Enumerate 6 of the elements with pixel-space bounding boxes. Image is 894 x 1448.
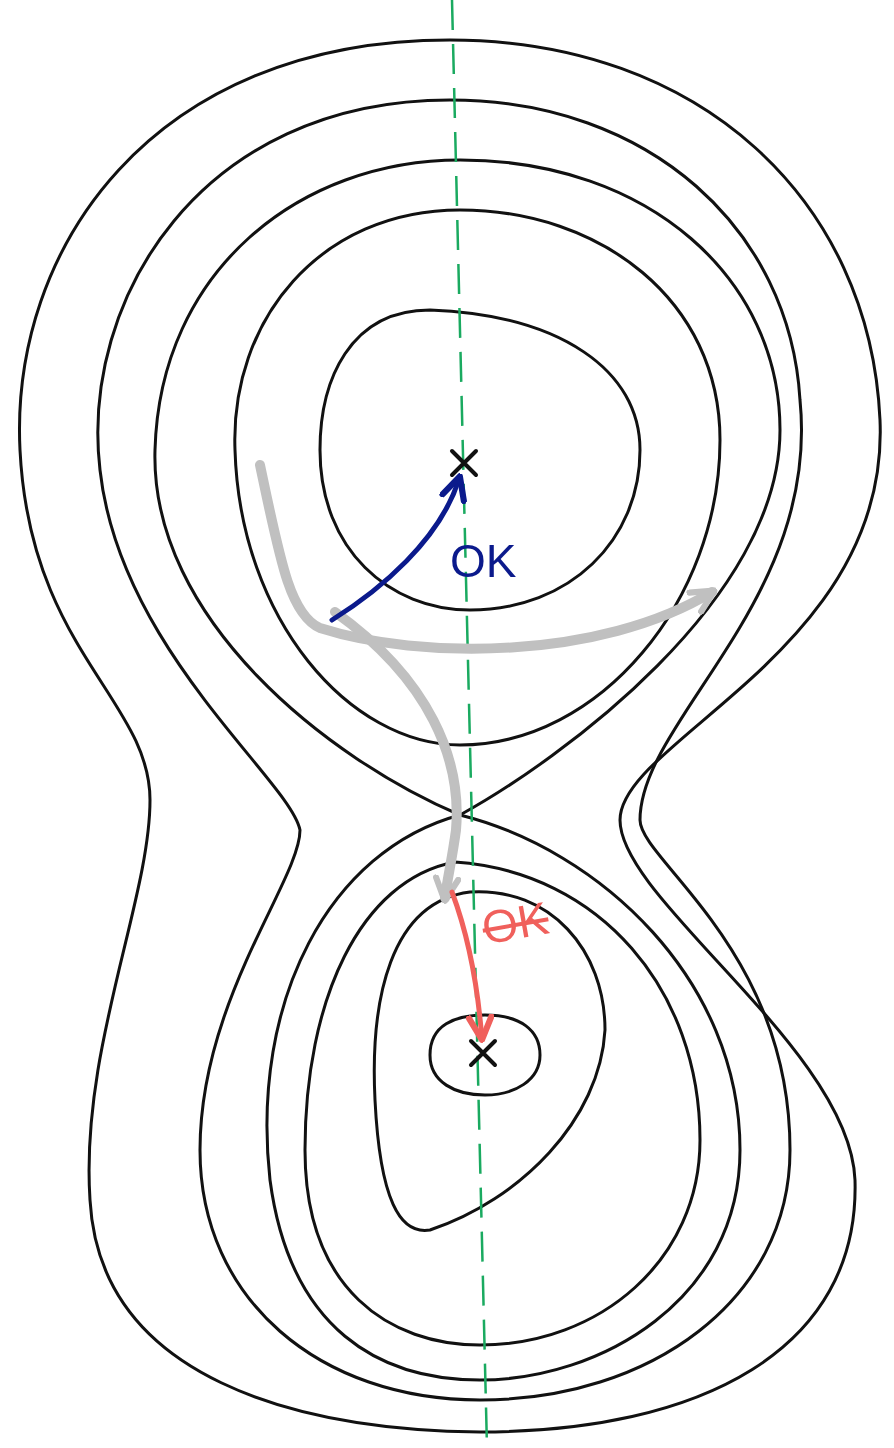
edge-label: OK: [450, 538, 517, 584]
minimum-mark: [448, 447, 480, 479]
arrow: [329, 473, 466, 623]
arrow: [449, 889, 495, 1043]
minimum-mark: [467, 1037, 499, 1069]
crossed-out-edge-label: OK: [478, 894, 552, 952]
